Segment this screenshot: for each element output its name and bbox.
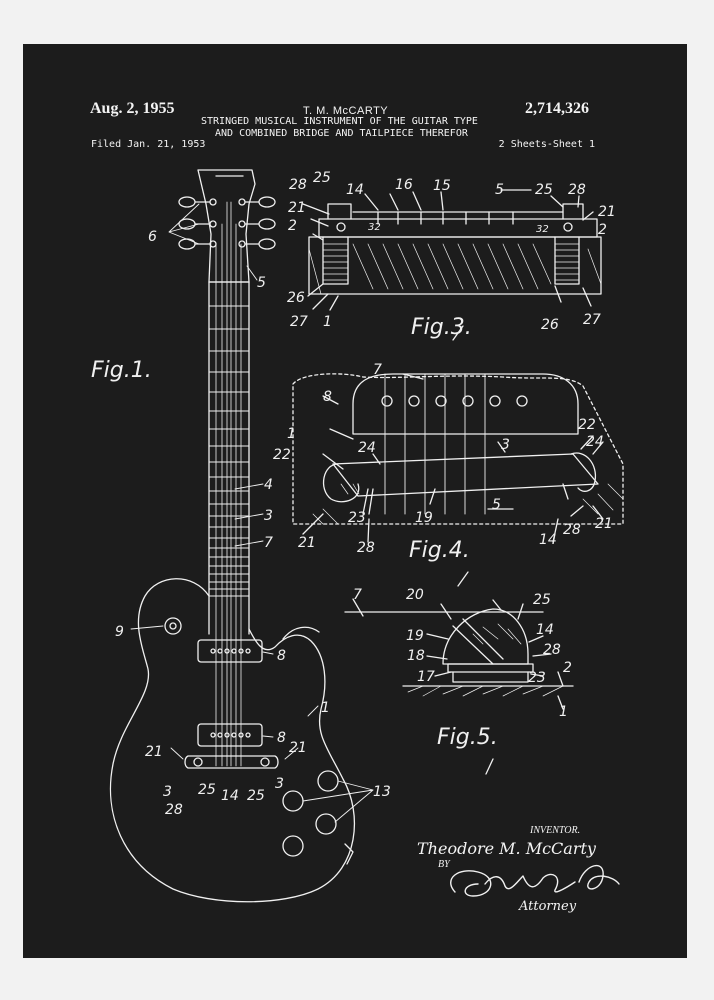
svg-text:28: 28	[357, 540, 375, 556]
svg-text:3: 3	[501, 437, 510, 453]
fig3-label: Fig.3.	[411, 315, 472, 340]
svg-text:28: 28	[289, 177, 307, 193]
svg-text:8: 8	[323, 389, 332, 405]
svg-text:28: 28	[543, 642, 561, 658]
svg-text:27: 27	[583, 312, 601, 328]
inventor-label: INVENTOR.	[530, 825, 581, 836]
sheet-count: 2 Sheets-Sheet 1	[498, 139, 595, 150]
svg-text:14: 14	[536, 622, 554, 638]
svg-text:25: 25	[535, 182, 553, 198]
svg-text:1: 1	[559, 704, 568, 720]
svg-text:2: 2	[598, 222, 607, 238]
fig4-bridge-perspective	[292, 373, 624, 587]
svg-text:21: 21	[145, 744, 163, 760]
inventor-header: T. M. McCARTY	[303, 105, 389, 117]
svg-text:16: 16	[395, 177, 413, 193]
svg-text:5: 5	[492, 497, 501, 513]
svg-text:1: 1	[321, 700, 330, 716]
svg-text:2: 2	[563, 660, 572, 676]
svg-text:25: 25	[533, 592, 551, 608]
svg-text:4: 4	[264, 477, 273, 493]
svg-text:24: 24	[586, 434, 604, 450]
svg-text:26: 26	[541, 317, 559, 333]
filed-date: Filed Jan. 21, 1953	[91, 139, 206, 150]
svg-text:7: 7	[373, 362, 382, 378]
svg-text:3: 3	[264, 508, 273, 524]
svg-text:5: 5	[257, 275, 266, 291]
svg-text:21: 21	[288, 200, 306, 216]
inventor-signature: Theodore M. McCarty	[417, 839, 596, 858]
patent-number: 2,714,326	[525, 100, 589, 117]
svg-text:22: 22	[578, 417, 596, 433]
svg-text:17: 17	[417, 669, 435, 685]
svg-text:25: 25	[247, 788, 265, 804]
patent-drawings: 6 5 4 3 7 9 8 8 1 21 21 3 3 25 14 25 28 …	[91, 169, 624, 903]
svg-text:14: 14	[346, 182, 364, 198]
fig5-bridge-detail	[344, 598, 574, 775]
svg-text:19: 19	[406, 628, 424, 644]
svg-text:21: 21	[298, 535, 316, 551]
svg-text:28: 28	[563, 522, 581, 538]
svg-text:14: 14	[221, 788, 239, 804]
svg-text:18: 18	[407, 648, 425, 664]
patent-title-line2: AND COMBINED BRIDGE AND TAILPIECE THEREF…	[215, 128, 468, 139]
svg-text:27: 27	[290, 314, 308, 330]
svg-text:28: 28	[568, 182, 586, 198]
svg-text:21: 21	[289, 740, 307, 756]
by-label: BY	[438, 859, 450, 870]
svg-text:14: 14	[539, 532, 557, 548]
svg-text:8: 8	[277, 648, 286, 664]
svg-text:1: 1	[323, 314, 332, 330]
svg-text:22: 22	[273, 447, 291, 463]
fig3-bridge-section	[302, 189, 602, 341]
svg-text:21: 21	[598, 204, 616, 220]
patent-poster: Aug. 2, 1955 T. M. McCARTY 2,714,326 STR…	[23, 44, 687, 958]
svg-text:20: 20	[406, 587, 424, 603]
attorney-label: Attorney	[519, 899, 577, 914]
fig1-label: Fig.1.	[91, 358, 152, 383]
svg-text:1: 1	[287, 426, 296, 442]
svg-text:5: 5	[495, 182, 504, 198]
svg-text:6: 6	[148, 229, 157, 245]
attorney-signature	[450, 864, 620, 897]
svg-text:2: 2	[288, 218, 297, 234]
svg-text:13: 13	[373, 784, 391, 800]
svg-text:28: 28	[165, 802, 183, 818]
patent-date: Aug. 2, 1955	[90, 100, 175, 117]
svg-text:25: 25	[198, 782, 216, 798]
svg-text:24: 24	[358, 440, 376, 456]
svg-text:7: 7	[353, 587, 362, 603]
svg-text:15: 15	[433, 178, 451, 194]
svg-text:8: 8	[277, 730, 286, 746]
svg-text:3: 3	[275, 776, 284, 792]
svg-text:19: 19	[415, 510, 433, 526]
svg-text:32: 32	[536, 224, 549, 235]
patent-title-line1: STRINGED MUSICAL INSTRUMENT OF THE GUITA…	[201, 116, 478, 127]
svg-text:26: 26	[287, 290, 305, 306]
svg-text:23: 23	[528, 670, 546, 686]
svg-text:25: 25	[313, 170, 331, 186]
svg-text:32: 32	[368, 222, 381, 233]
guitar-drawing	[109, 169, 374, 903]
svg-text:3: 3	[163, 784, 172, 800]
svg-text:7: 7	[264, 535, 273, 551]
svg-text:9: 9	[115, 624, 124, 640]
fig5-label: Fig.5.	[437, 725, 498, 750]
svg-text:21: 21	[595, 516, 613, 532]
svg-text:23: 23	[348, 510, 366, 526]
fig4-label: Fig.4.	[409, 538, 470, 563]
